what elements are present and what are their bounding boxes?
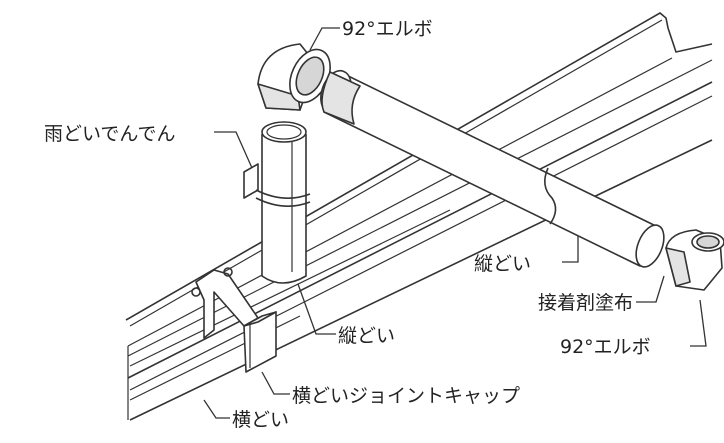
- downspout-diagonal: [320, 69, 665, 268]
- label-elbow-top: 92°エルボ: [342, 18, 433, 40]
- gutter-bottom-line: [129, 139, 713, 421]
- label-adhesive: 接着剤塗布: [538, 291, 633, 314]
- joint-cap-top: [243, 311, 277, 327]
- elbow-right-fitting: [665, 229, 724, 291]
- downspout-vertical-top-inner: [266, 124, 302, 140]
- label-downspout-right: 縦どい: [474, 253, 531, 275]
- gutter-end-profile: [667, 27, 713, 53]
- downspout-vertical-body: [261, 134, 307, 284]
- gutter-channel-line-3: [129, 209, 451, 367]
- elbow-top-shade: [257, 83, 301, 111]
- label-gutter-joint-cap: 横どいジョイントキャップ: [292, 385, 520, 407]
- downspout-diagonal-body: [323, 71, 665, 267]
- downspout-bracket-band-lower: [255, 197, 311, 207]
- gutter-channel-line-2: [127, 59, 713, 357]
- gutter-joint-cap: [243, 311, 277, 373]
- gutter-back-rim: [125, 12, 669, 321]
- downspout-diagonal-end: [635, 224, 665, 268]
- bracket-screw-right: [223, 267, 233, 277]
- elbow-right-shade: [665, 247, 691, 287]
- leader-downspout-right: [562, 236, 579, 263]
- bracket-screw-left: [191, 287, 201, 297]
- leader-downspout-center: [297, 283, 336, 335]
- downspout-bracket: [243, 163, 311, 207]
- elbow-top-fitting: [257, 43, 331, 111]
- gutter-front-edge: [127, 81, 713, 379]
- leader-elbow-top: [309, 27, 340, 51]
- leader-gutter: [203, 399, 230, 419]
- leader-adhesive: [636, 275, 665, 303]
- downspout-bracket-band: [255, 189, 311, 199]
- elbow-top-mouth-inner: [295, 56, 325, 96]
- leader-elbow-right: [690, 299, 707, 347]
- label-downspout-center: 縦どい: [338, 325, 395, 347]
- gutter-bracket: [191, 267, 259, 339]
- downspout-bracket-plate: [243, 163, 259, 199]
- label-downspout-bracket: 雨どいでんでん: [44, 123, 175, 145]
- downspout-diagonal-shade: [321, 71, 361, 125]
- label-elbow-right: 92°エルボ: [560, 336, 651, 358]
- bracket-body: [195, 269, 259, 339]
- elbow-right-mouth-inner: [696, 235, 720, 249]
- label-gutter: 横どい: [232, 409, 289, 431]
- gutter-front-edge-inner: [129, 95, 713, 391]
- downspout-vertical: [261, 121, 307, 284]
- downspout-break-mark: [544, 167, 557, 225]
- leader-downspout-bracket: [214, 131, 253, 169]
- leader-joint-cap: [261, 371, 290, 395]
